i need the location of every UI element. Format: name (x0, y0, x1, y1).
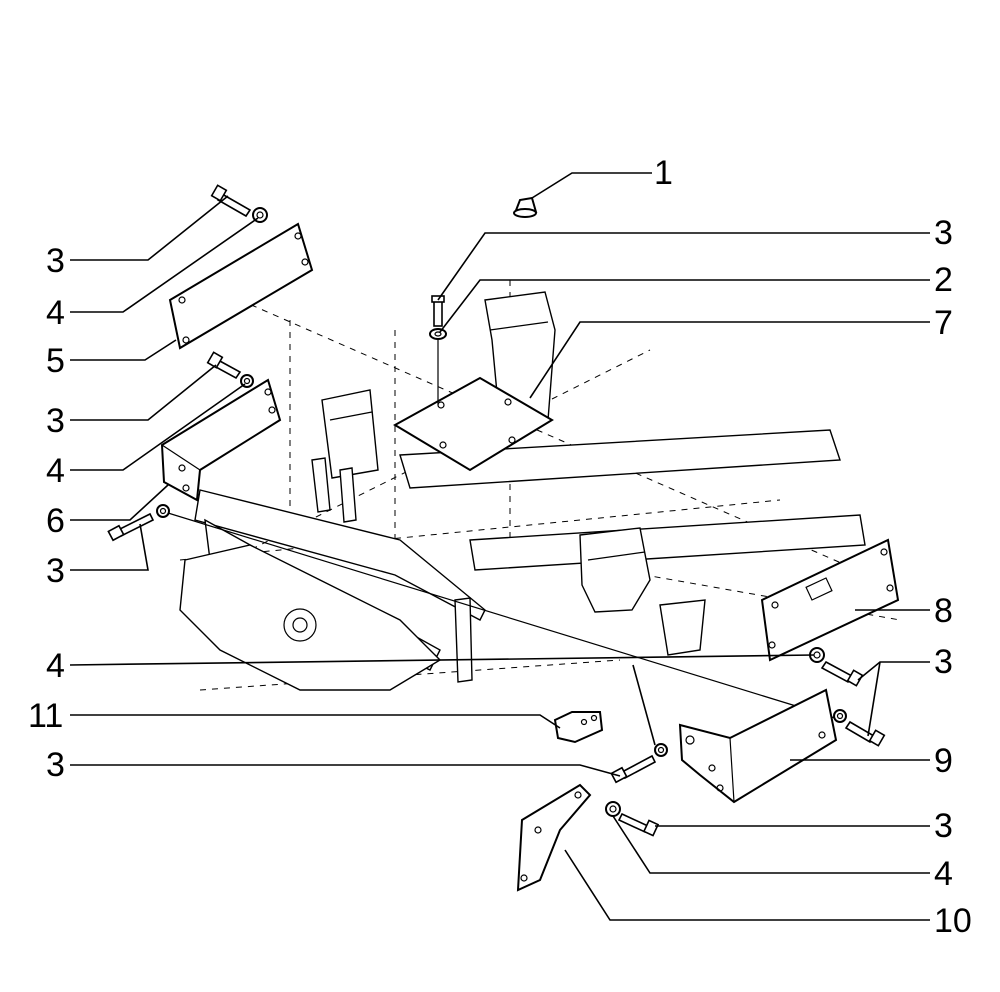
callout-9: 9 (934, 742, 953, 780)
part-4-nut-center (654, 743, 668, 757)
part-11-small-bracket (553, 711, 604, 744)
part-2-washer-top (429, 328, 447, 405)
part-8-right-plate (760, 538, 900, 662)
callout-4: 4 (46, 452, 65, 490)
part-1-cap (513, 196, 538, 218)
callout-4: 4 (934, 855, 953, 893)
part-3-bolt-right-lower (844, 720, 886, 747)
part-5-upper-plate (168, 222, 314, 350)
callout-3: 3 (934, 807, 953, 845)
callout-1: 1 (654, 154, 673, 192)
hidden-frame-lines (179, 280, 901, 691)
chassis-frame (179, 291, 866, 691)
callout-4: 4 (46, 294, 65, 332)
callout-6: 6 (46, 502, 65, 540)
callout-5: 5 (46, 342, 65, 380)
callout-3: 3 (46, 242, 65, 280)
callout-10: 10 (934, 902, 972, 940)
part-3-bolt-bottom (617, 812, 660, 837)
callout-8: 8 (934, 592, 953, 630)
callout-3: 3 (46, 746, 65, 784)
part-3-bolt-lower-left (107, 512, 155, 542)
part-3-bolt-top (431, 295, 445, 327)
callout-2: 2 (934, 261, 953, 299)
callout-labels: 1 2 3 3 3 3 3 3 3 4 4 4 4 5 6 7 8 9 10 1… (28, 154, 972, 940)
part-3-bolt-upper-left (210, 184, 252, 218)
part-9-right-bracket (678, 688, 838, 804)
part-4-nut-lower-left (156, 504, 836, 719)
part-10-lower-plate (516, 783, 592, 892)
part-3-bolt-lower-center (610, 754, 657, 784)
callout-7: 7 (934, 304, 953, 342)
callout-3: 3 (934, 214, 953, 252)
part-4-nut-bracket (833, 709, 847, 723)
part-6-angle-bracket (160, 378, 282, 502)
part-3-bolt-mid-left (206, 351, 242, 380)
callout-3: 3 (46, 552, 65, 590)
part-3-bolt-right-upper (820, 660, 864, 687)
callout-3: 3 (934, 643, 953, 681)
part-4-nut-bottom (605, 801, 621, 817)
part-7-top-plate (392, 376, 554, 472)
callout-3: 3 (46, 402, 65, 440)
callout-4: 4 (46, 647, 65, 685)
leader-lines (69, 172, 930, 921)
callout-11: 11 (28, 697, 63, 735)
